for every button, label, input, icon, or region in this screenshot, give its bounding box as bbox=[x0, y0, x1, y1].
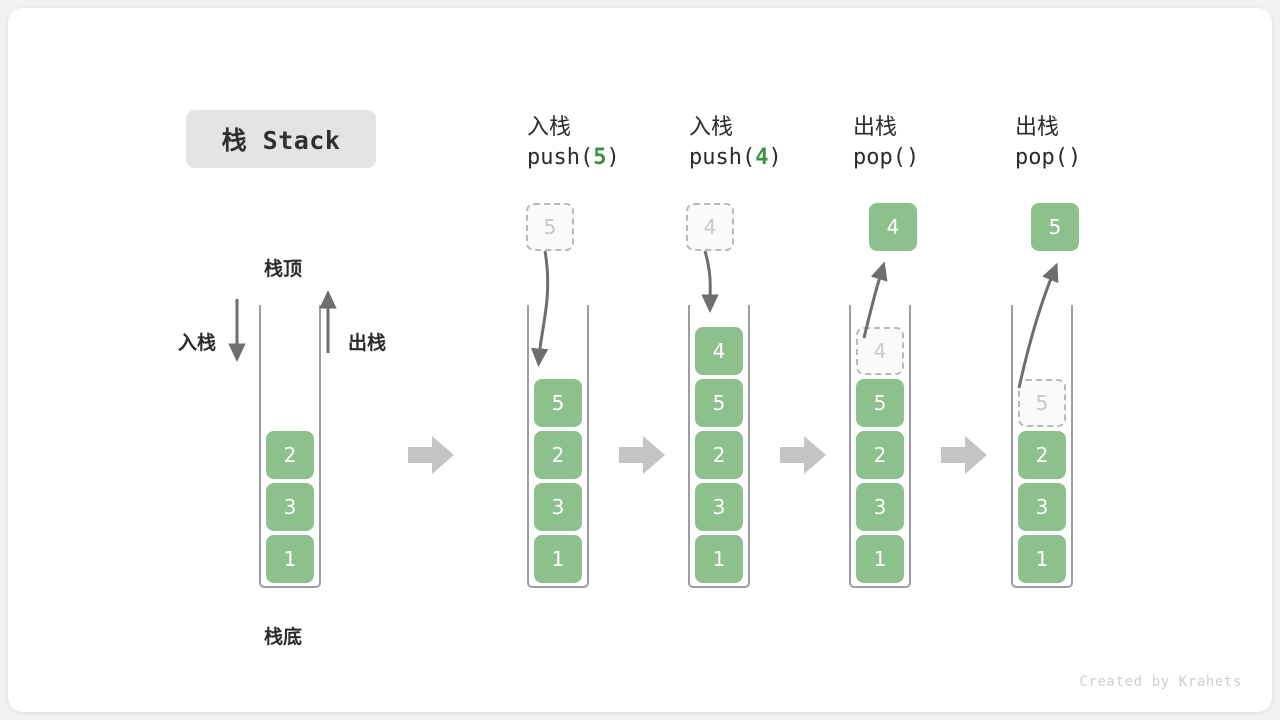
stack-cell: 2 bbox=[534, 431, 582, 479]
stack-container-pop-4: 4 5 2 3 1 bbox=[849, 305, 911, 588]
vacated-ghost-cell: 4 bbox=[856, 327, 904, 375]
flow-arrow-icon bbox=[941, 436, 987, 474]
stack-bottom-label: 栈底 bbox=[264, 626, 303, 648]
stack-cell: 1 bbox=[534, 535, 582, 583]
incoming-ghost-cell-4: 4 bbox=[686, 203, 734, 251]
stack-cell: 1 bbox=[266, 535, 314, 583]
vacated-ghost-cell: 5 bbox=[1018, 379, 1066, 427]
incoming-ghost-cell-5: 5 bbox=[526, 203, 574, 251]
stack-cell: 3 bbox=[266, 483, 314, 531]
stack-cell: 5 bbox=[534, 379, 582, 427]
op-label-code: push(4) bbox=[689, 143, 782, 173]
pop-direction-label: 出栈 bbox=[348, 332, 387, 354]
op-code-suffix: ) bbox=[606, 144, 620, 170]
op-code-prefix: push( bbox=[689, 144, 756, 170]
stack-cell: 1 bbox=[856, 535, 904, 583]
op-code-prefix: pop( bbox=[1015, 144, 1068, 170]
stack-cell: 3 bbox=[1018, 483, 1066, 531]
flow-arrow-icon bbox=[619, 436, 665, 474]
op-code-suffix: ) bbox=[768, 144, 782, 170]
op-label-pop-4: 出栈 pop() bbox=[853, 113, 919, 172]
stack-container-initial: 2 3 1 bbox=[259, 305, 321, 588]
stack-top-label: 栈顶 bbox=[264, 258, 303, 280]
stack-container-pop-5: 5 2 3 1 bbox=[1011, 305, 1073, 588]
flow-arrow-icon bbox=[408, 436, 454, 474]
stack-cell: 2 bbox=[266, 431, 314, 479]
op-code-arg: 4 bbox=[755, 144, 769, 170]
stack-cells-initial: 2 3 1 bbox=[266, 431, 314, 583]
stack-cell: 1 bbox=[1018, 535, 1066, 583]
credit-text: Created by Krahets bbox=[1079, 674, 1242, 690]
flow-arrow-icon bbox=[780, 436, 826, 474]
op-label-pop-5: 出栈 pop() bbox=[1015, 113, 1081, 172]
stack-container-push-4: 4 5 2 3 1 bbox=[688, 305, 750, 588]
stack-container-push-5: 5 2 3 1 bbox=[527, 305, 589, 588]
stack-cell: 3 bbox=[856, 483, 904, 531]
op-label-cn: 出栈 bbox=[1015, 115, 1060, 140]
op-code-prefix: push( bbox=[527, 144, 594, 170]
stack-cell: 2 bbox=[695, 431, 743, 479]
title-badge: 栈 Stack bbox=[186, 110, 376, 168]
stack-cell: 2 bbox=[1018, 431, 1066, 479]
popped-cell-4: 4 bbox=[869, 203, 917, 251]
stack-cell: 1 bbox=[695, 535, 743, 583]
stack-cells-push-4: 4 5 2 3 1 bbox=[695, 327, 743, 583]
op-label-cn: 入栈 bbox=[527, 115, 572, 140]
op-code-suffix: ) bbox=[905, 144, 920, 170]
op-label-push-4: 入栈 push(4) bbox=[689, 113, 782, 172]
stack-cell: 5 bbox=[856, 379, 904, 427]
push-direction-label: 入栈 bbox=[178, 332, 217, 354]
op-code-prefix: pop( bbox=[853, 144, 906, 170]
op-label-code: pop() bbox=[853, 143, 919, 173]
op-label-push-5: 入栈 push(5) bbox=[527, 113, 620, 172]
op-label-code: pop() bbox=[1015, 143, 1081, 173]
stack-cell: 3 bbox=[534, 483, 582, 531]
stack-cell: 5 bbox=[695, 379, 743, 427]
op-code-suffix: ) bbox=[1067, 144, 1082, 170]
popped-cell-5: 5 bbox=[1031, 203, 1079, 251]
stack-cell: 2 bbox=[856, 431, 904, 479]
push-flow-arrow-icon bbox=[701, 250, 719, 313]
stack-cells-pop-5: 5 2 3 1 bbox=[1018, 379, 1066, 583]
stack-cell: 4 bbox=[695, 327, 743, 375]
diagram-stage: 栈 Stack 栈顶 栈底 入栈 出栈 2 3 1 入栈 push(5) 5 5… bbox=[8, 8, 1272, 712]
stack-cells-pop-4: 4 5 2 3 1 bbox=[856, 327, 904, 583]
stack-cells-push-5: 5 2 3 1 bbox=[534, 379, 582, 583]
op-label-code: push(5) bbox=[527, 143, 620, 173]
diagram-card: 栈 Stack 栈顶 栈底 入栈 出栈 2 3 1 入栈 push(5) 5 5… bbox=[8, 8, 1272, 712]
op-label-cn: 出栈 bbox=[853, 115, 898, 140]
stack-cell: 3 bbox=[695, 483, 743, 531]
op-code-arg: 5 bbox=[593, 144, 607, 170]
op-label-cn: 入栈 bbox=[689, 115, 734, 140]
